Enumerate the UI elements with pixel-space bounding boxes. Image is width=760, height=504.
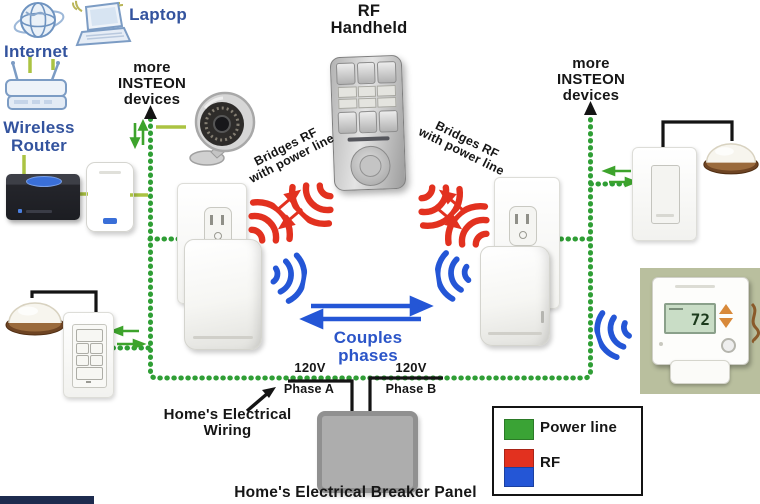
keypad-switch [63,312,114,398]
keypad-button [76,329,103,342]
hub-port [26,210,52,213]
ceiling-light-left [5,302,65,336]
breaker-panel [317,411,418,493]
phase-b-label: Phase B [385,382,437,396]
plm-label-strip [103,218,117,224]
rf-wave-blue-thermostat [594,310,632,360]
wireless-router-icon [5,61,67,110]
keypad-button [76,343,89,354]
handheld-dpad-center [359,154,382,178]
internet-label: Internet [4,42,68,61]
handheld-button [356,61,376,85]
outlet-slot [210,215,213,225]
thermostat-brand [675,285,715,288]
thermostat-temperature: 72 [690,310,710,329]
more-insteon-devices-right-label: more INSTEON devices [556,55,626,104]
rf-wave-red-left-module [248,198,294,244]
thermostat-lever [670,360,730,384]
trunk-arrowheads [144,101,597,119]
outlet-slot [221,215,224,225]
thermostat-vent-dot [659,342,663,346]
legend-box: Power line RF [492,406,643,496]
phase-a-voltage-label: 120V [294,360,326,375]
handheld-button [335,62,356,86]
security-camera-icon [189,91,256,166]
rf-wave-blue-left [270,252,308,304]
phase-a-label: Phase A [283,382,335,396]
internet-globe-icon [13,2,65,38]
phase-b-voltage-label: 120V [395,360,427,375]
wireless-router-label: Wireless Router [3,118,75,156]
phase-coupler-module-right [480,246,550,346]
handheld-button-row-1 [335,60,397,86]
couples-phases-label: Couples phases [333,328,403,366]
handheld-dpad [349,145,392,187]
hub-led [18,209,22,213]
rf-wave-red-right-module [444,202,490,248]
keypad-frame [72,324,107,388]
legend-rf-blue-swatch [504,467,534,487]
thermostat-mode-button [721,338,736,353]
rf-wave-red-left-handheld [288,182,334,228]
outlet-slot [526,214,529,224]
laptop-icon [72,0,132,47]
lcd-status-line [669,308,683,310]
legend-rf-label: RF [540,454,561,471]
more-insteon-devices-left-label: more INSTEON devices [117,59,187,108]
thermostat-wire [750,302,760,344]
handheld-button-row-2 [337,109,399,135]
keypad-button [76,355,89,366]
module-side-slot [541,311,544,323]
rf-handheld-device [329,54,407,192]
hub-logo [26,176,62,187]
power-flow-arrows [109,118,639,350]
thermostat-lcd: 72 [664,303,716,334]
keypad-button [76,367,103,380]
keypad-button [90,343,103,354]
handheld-brand-strip [347,136,390,142]
rf-wave-blue-right [434,250,472,302]
handheld-button [358,110,378,134]
keypad-led [86,381,91,383]
dimmer-slider [656,214,674,217]
keypad-button [90,355,103,366]
legend-powerline-swatch [504,419,534,440]
handheld-label-grid [337,85,397,110]
bottom-bar [0,496,94,504]
phase-coupler-module-left [184,239,262,350]
thermostat-panel: 72 [640,268,760,394]
breaker-panel-label: Home's Electrical Breaker Panel [234,484,477,501]
handheld-button [377,60,397,84]
rf-handheld-label: RF Handheld [330,2,408,38]
dimmer-paddle [651,165,680,224]
plm-seam [99,171,121,174]
thermostat-device: 72 [652,277,749,365]
powerline-modem-device [86,162,134,232]
couples-phases-arrows [299,295,434,330]
ceiling-light-right [703,143,759,175]
legend-powerline-label: Power line [540,419,618,436]
outlet-ground-hole [519,231,527,239]
black-wires [30,120,734,411]
rf-wave-red-right-handheld [418,184,464,230]
module-vent [487,332,543,335]
laptop-label: Laptop [129,5,187,24]
thermostat-up-button [719,304,733,314]
module-vent [192,336,254,339]
outlet-slot [515,214,518,224]
wiring-label: Home's Electrical Wiring [163,406,292,439]
thermostat-down-button [719,318,733,328]
insteon-hub-device [6,174,80,220]
dimmer-switch-right [632,147,697,241]
wiring-pointer-arrow [245,387,276,413]
handheld-button [378,109,399,133]
outlet-socket-right [509,206,537,246]
legend-rf-red-swatch [504,449,534,469]
